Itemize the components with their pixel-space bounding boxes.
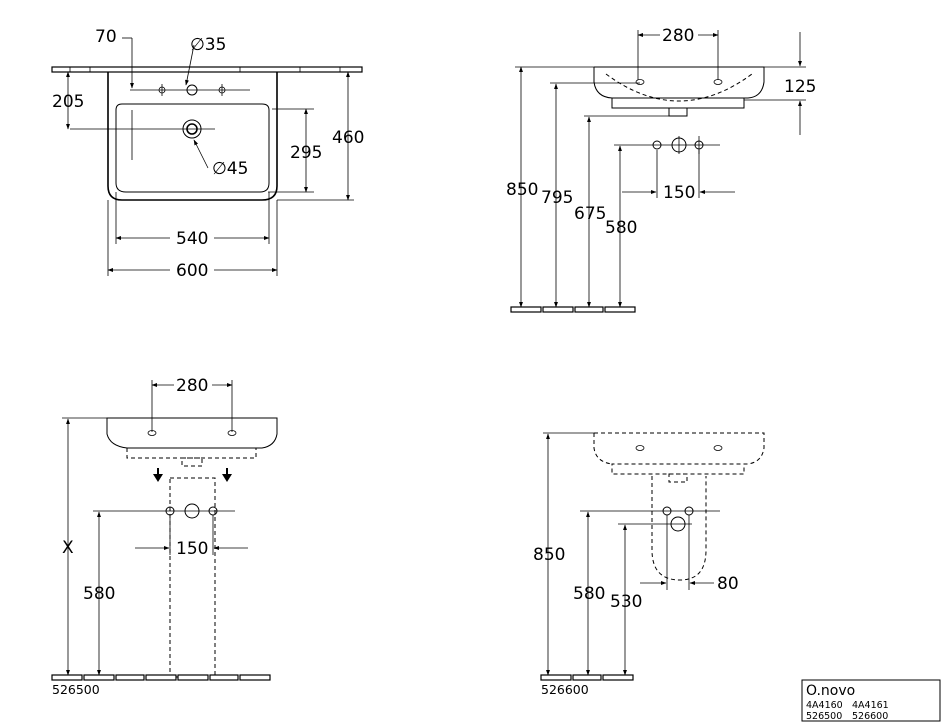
dim-125-label: 125 xyxy=(784,77,816,97)
dim-850-label: 850 xyxy=(506,180,538,200)
dim-580-label: 580 xyxy=(573,584,605,604)
code-4a4160: 4A4160 xyxy=(806,700,843,711)
dim-280-label: 280 xyxy=(176,376,208,396)
semi-pedestal-code: 526600 xyxy=(541,682,589,697)
dim-580-label: 580 xyxy=(83,584,115,604)
dim-530-label: 530 xyxy=(610,592,642,612)
code-4a4161: 4A4161 xyxy=(852,700,889,711)
basin-front-outline xyxy=(593,66,765,109)
dim-675-label: 675 xyxy=(574,204,606,224)
code-526600: 526600 xyxy=(852,711,888,722)
dim-dia45-label: ∅45 xyxy=(212,159,248,179)
dim-150-label: 150 xyxy=(176,539,208,559)
arrow-down-icon xyxy=(153,468,163,482)
front-view: 280 125 850 795 675 580 150 xyxy=(506,26,816,313)
floor-line xyxy=(540,674,634,681)
dim-580-label: 580 xyxy=(605,218,637,238)
basin-outline xyxy=(107,72,278,201)
basin-bowl xyxy=(115,103,270,193)
pedestal-view: 280 X 150 580 526500 xyxy=(51,376,278,697)
wall-line xyxy=(51,66,363,73)
code-526500: 526500 xyxy=(806,711,842,722)
dim-x-label: X xyxy=(62,538,74,558)
pedestal-column xyxy=(169,477,216,678)
dim-150-label: 150 xyxy=(663,183,695,203)
floor-line xyxy=(510,306,636,313)
semi-pedestal-view: 850 580 530 80 526600 xyxy=(533,432,765,697)
product-name: O.novo xyxy=(806,683,855,699)
dim-70-label: 70 xyxy=(95,27,117,47)
basin-semi-outline xyxy=(593,432,765,475)
dim-295-label: 295 xyxy=(290,143,322,163)
dim-795-label: 795 xyxy=(541,188,573,208)
dim-dia35-label: ∅35 xyxy=(190,35,226,55)
floor-line xyxy=(51,674,271,681)
dim-205-label: 205 xyxy=(52,92,84,112)
dim-460-label: 460 xyxy=(332,128,364,148)
dim-600-label: 600 xyxy=(176,261,208,281)
semi-pedestal xyxy=(651,476,707,581)
dim-80-label: 80 xyxy=(717,574,739,594)
pedestal-code: 526500 xyxy=(52,682,100,697)
top-view: 70 ∅35 205 ∅45 295 460 540 600 xyxy=(51,27,364,281)
dim-280-label: 280 xyxy=(662,26,694,46)
dim-540-label: 540 xyxy=(176,229,208,249)
dim-850-label: 850 xyxy=(533,545,565,565)
basin-pedestal-outline xyxy=(106,417,278,449)
arrow-down-icon xyxy=(222,468,232,482)
title-block: O.novo 4A4160 4A4161 526500 526600 xyxy=(801,679,941,722)
tap-hole xyxy=(186,84,198,96)
